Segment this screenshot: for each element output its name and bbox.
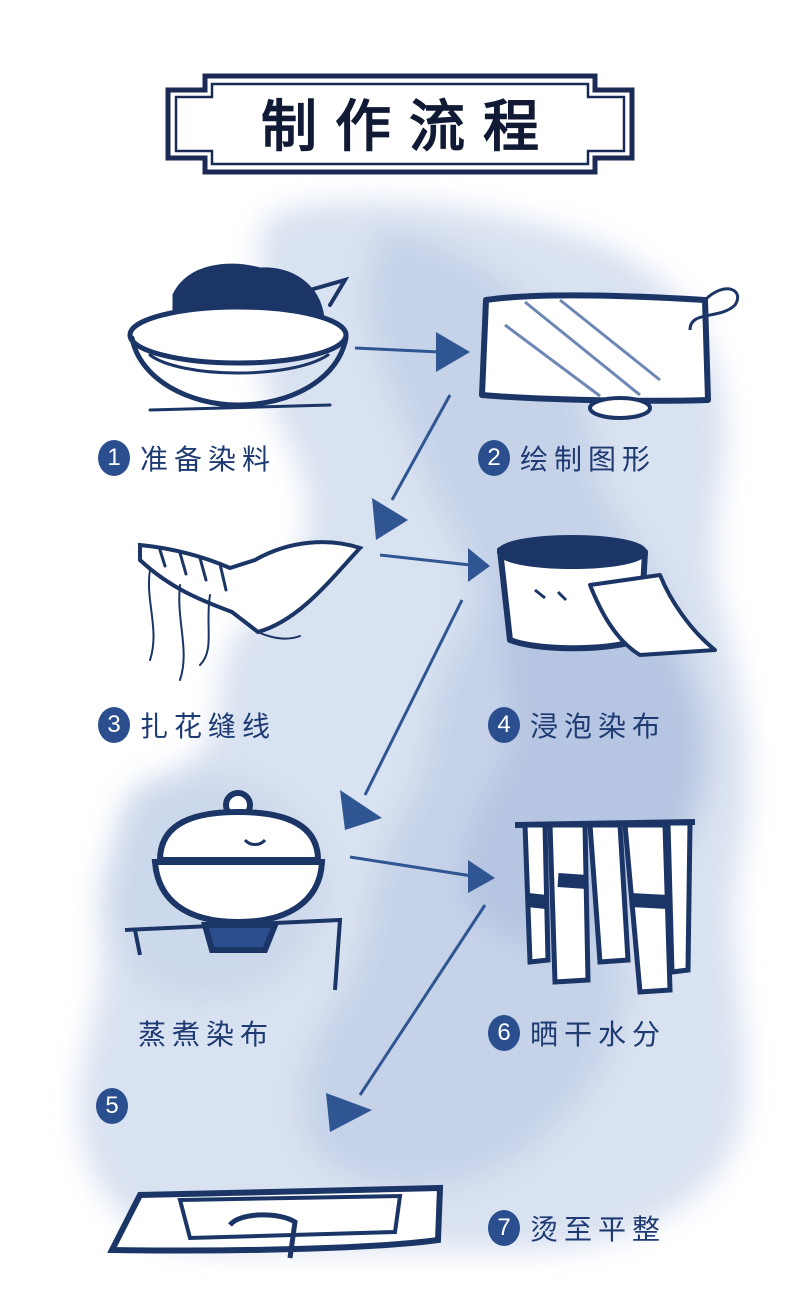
title-banner: 制作流程 <box>165 72 635 172</box>
step-2-text: 绘制图形 <box>520 443 657 476</box>
title-frame <box>165 73 635 175</box>
dye-vat-icon <box>497 535 717 657</box>
arrow-5-to-6 <box>349 855 495 893</box>
step-6-label: 6 晒干水分 <box>488 1013 666 1053</box>
step-7-label: 7 烫至平整 <box>488 1208 666 1248</box>
iron-icon <box>107 1184 444 1259</box>
step-6-number: 6 <box>488 1015 520 1051</box>
cloth-drawing-icon <box>479 287 740 420</box>
drying-cloth-icon <box>514 819 696 995</box>
step-1-label: 1 准备染料 <box>98 438 276 478</box>
tied-cloth-icon <box>138 540 364 681</box>
dye-bowl-icon <box>127 263 350 412</box>
step-5-number: 5 <box>96 1088 128 1124</box>
step-5-text: 蒸煮染布 <box>138 1018 275 1051</box>
arrow-6-to-7 <box>326 904 487 1132</box>
step-4-text: 浸泡染布 <box>530 710 667 743</box>
flow-arrows <box>326 332 495 1132</box>
step-3-text: 扎花缝线 <box>140 710 277 743</box>
steaming-pot-icon <box>124 790 343 991</box>
step-2-label: 2 绘制图形 <box>478 438 656 478</box>
arrow-3-to-4 <box>379 548 490 582</box>
step-6-text: 晒干水分 <box>530 1018 667 1051</box>
step-3-label: 3 扎花缝线 <box>98 705 276 745</box>
step-5-label: 蒸煮染布 <box>138 1013 274 1053</box>
page-title: 制作流程 <box>261 93 557 160</box>
arrow-4-to-5 <box>340 599 464 830</box>
step-7-text: 烫至平整 <box>530 1213 667 1246</box>
step-1-text: 准备染料 <box>140 443 277 476</box>
arrow-2-to-3 <box>372 394 452 540</box>
step-2-number: 2 <box>478 440 510 476</box>
arrow-1-to-2 <box>354 332 470 372</box>
step-3-number: 3 <box>98 707 130 743</box>
step-4-label: 4 浸泡染布 <box>488 705 666 745</box>
step-4-number: 4 <box>488 707 520 743</box>
step-7-number: 7 <box>488 1210 520 1246</box>
step-1-number: 1 <box>98 440 130 476</box>
